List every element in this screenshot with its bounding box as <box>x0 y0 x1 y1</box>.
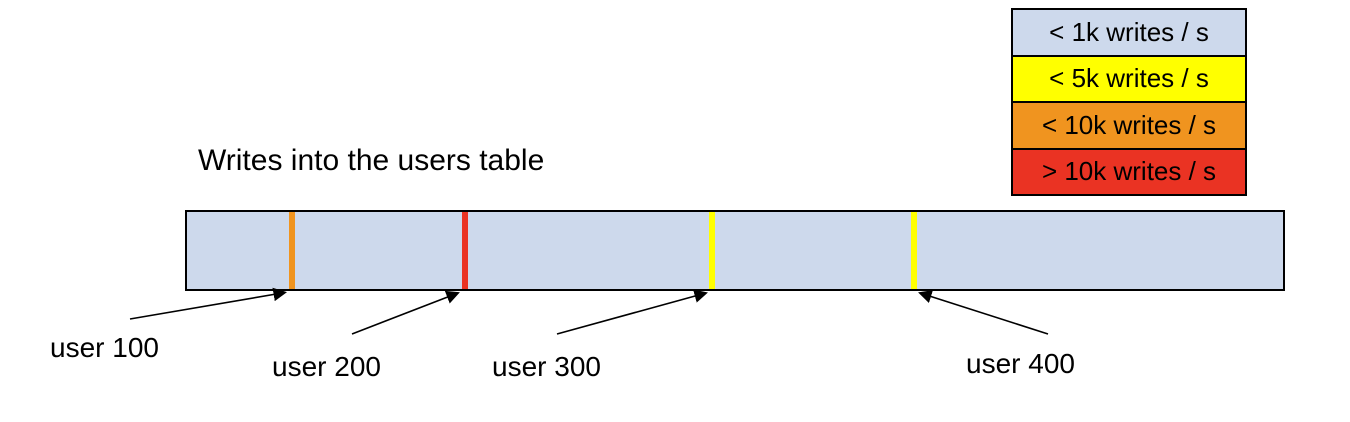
marker-user-300 <box>709 212 715 289</box>
marker-user-100 <box>289 212 295 289</box>
arrow-user-100 <box>129 287 288 320</box>
marker-user-400 <box>911 212 917 289</box>
label-user-200: user 200 <box>272 351 381 382</box>
legend-item-gt-10k: > 10k writes / s <box>1013 149 1245 194</box>
legend-item-label: < 5k writes / s <box>1049 63 1209 94</box>
users-table-bar <box>185 210 1285 291</box>
arrow-user-300 <box>556 289 708 335</box>
marker-user-200 <box>462 212 468 289</box>
diagram-title: Writes into the users table <box>198 144 545 177</box>
legend-item-label: < 10k writes / s <box>1041 109 1217 140</box>
legend-item-lt-10k: < 10k writes / s <box>1013 103 1245 150</box>
label-user-300: user 300 <box>492 351 601 382</box>
legend-item-label: < 1k writes / s <box>1049 16 1209 47</box>
arrow-user-200 <box>351 290 460 335</box>
legend-item-lt-1k: < 1k writes / s <box>1013 10 1245 57</box>
label-user-400: user 400 <box>966 348 1075 379</box>
legend-item-lt-5k: < 5k writes / s <box>1013 56 1245 103</box>
write-rate-legend: < 1k writes / s < 5k writes / s < 10k wr… <box>1011 8 1247 196</box>
arrow-user-400 <box>918 290 1049 335</box>
legend-item-label: > 10k writes / s <box>1041 156 1217 187</box>
label-user-100: user 100 <box>50 332 159 363</box>
